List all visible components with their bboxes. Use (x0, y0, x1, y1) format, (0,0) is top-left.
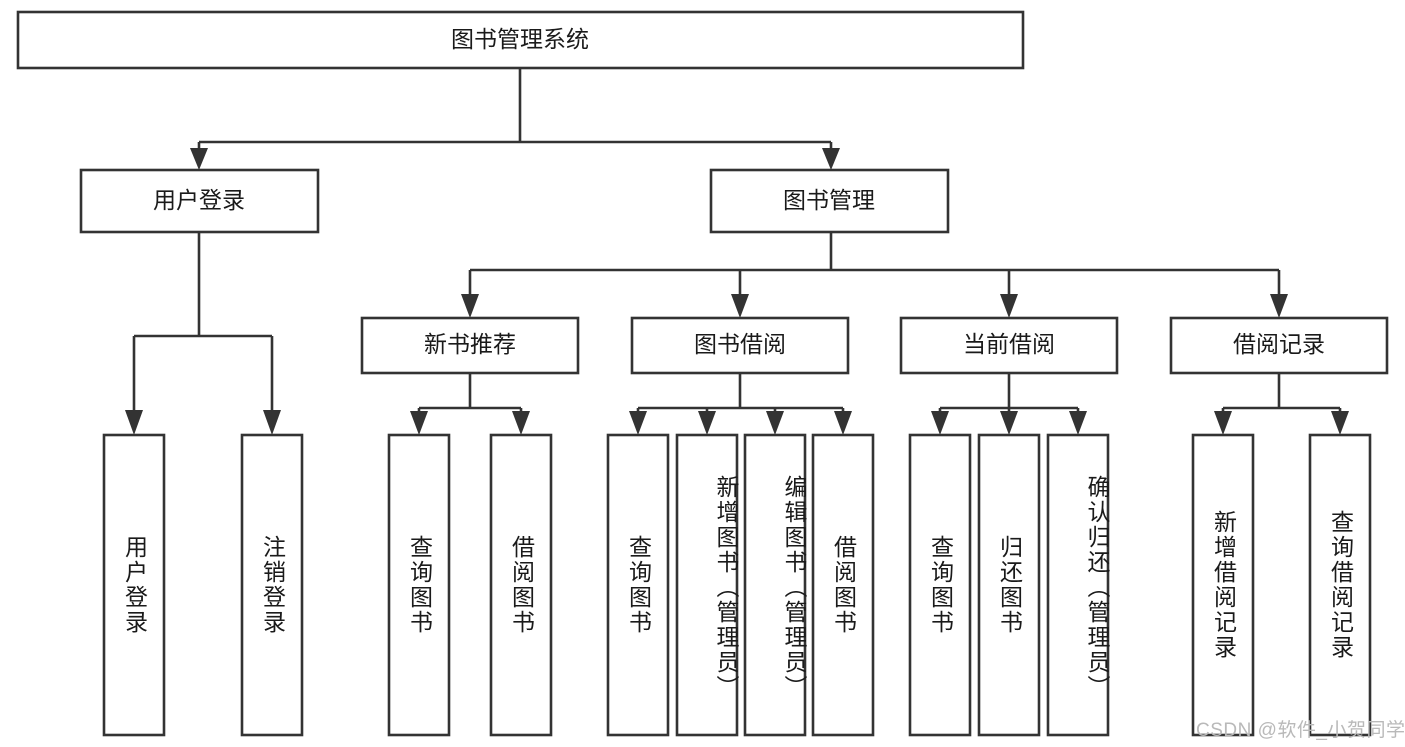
leaf-add-book-box[interactable] (675, 433, 739, 737)
arrow-head-current-borrow (1000, 294, 1018, 318)
node-borrow-record-box[interactable] (1169, 316, 1389, 375)
leaf-borrow-book-2-box[interactable] (811, 433, 875, 737)
leaf-confirm-return-box[interactable] (1046, 433, 1110, 737)
connector-current-borrow-to-leaves (931, 373, 1087, 435)
leaf-boxes-book-borrow (606, 433, 875, 737)
leaf-user-login-box[interactable] (102, 433, 166, 737)
node-borrow-record[interactable]: 借阅记录 (1169, 316, 1389, 375)
arrow-head-book-borrow (731, 294, 749, 318)
node-book-borrow-box[interactable] (630, 316, 850, 375)
node-book-borrow[interactable]: 图书借阅 (630, 316, 850, 375)
arrow-head-leaf-confirm-return (1069, 411, 1087, 435)
node-current-borrow-label: 当前借阅 (963, 331, 1055, 357)
node-root-label: 图书管理系统 (451, 26, 589, 52)
node-book-management[interactable]: 图书管理 (709, 168, 950, 234)
node-new-book-recommend[interactable]: 新书推荐 (360, 316, 580, 375)
leaf-query-record-box[interactable] (1308, 433, 1372, 737)
leaf-return-book-box[interactable] (977, 433, 1041, 737)
arrow-head-leaf-user-login (125, 410, 143, 435)
node-new-book-recommend-box[interactable] (360, 316, 580, 375)
node-current-borrow-box[interactable] (899, 316, 1119, 375)
arrow-head-leaf-query-book-3 (931, 411, 949, 435)
node-book-borrow-label: 图书借阅 (694, 331, 786, 357)
arrow-head-new-book-recommend (461, 294, 479, 318)
arrow-head-leaf-add-book (698, 411, 716, 435)
leaf-boxes-new-book-recommend (387, 433, 553, 737)
arrow-head-leaf-borrow-book-1 (512, 411, 530, 435)
connector-root-to-level2 (190, 68, 840, 170)
leaf-query-book-2-box[interactable] (606, 433, 670, 737)
watermark-text: CSDN @软件_小贺同学 (1196, 720, 1405, 741)
arrow-head-book-management (822, 148, 840, 170)
arrow-head-user-login (190, 148, 208, 170)
connector-book-management-to-level3 (461, 232, 1288, 318)
leaf-query-book-1-box[interactable] (387, 433, 451, 737)
node-root-box[interactable] (16, 10, 1025, 70)
arrow-head-leaf-query-book-1 (410, 411, 428, 435)
leaf-borrow-book-1-box[interactable] (489, 433, 553, 737)
arrow-head-leaf-edit-book (766, 411, 784, 435)
node-current-borrow[interactable]: 当前借阅 (899, 316, 1119, 375)
arrow-head-leaf-return-book (1000, 411, 1018, 435)
node-book-management-box[interactable] (709, 168, 950, 234)
node-root[interactable]: 图书管理系统 (16, 10, 1025, 70)
arrow-head-leaf-borrow-book-2 (834, 411, 852, 435)
node-book-management-label: 图书管理 (783, 187, 875, 213)
connector-borrow-record-to-leaves (1214, 373, 1349, 435)
arrow-head-leaf-user-logout (263, 410, 281, 435)
connector-user-login-to-leaves (125, 232, 281, 435)
leaf-boxes-borrow-record (1191, 433, 1372, 737)
leaf-user-logout-box[interactable] (240, 433, 304, 737)
leaf-query-book-3-box[interactable] (908, 433, 972, 737)
node-user-login[interactable]: 用户登录 (79, 168, 320, 234)
leaf-boxes-current-borrow (908, 433, 1110, 737)
leaf-edit-book-box[interactable] (743, 433, 807, 737)
arrow-head-leaf-add-record (1214, 411, 1232, 435)
node-user-login-box[interactable] (79, 168, 320, 234)
connector-book-borrow-to-leaves (629, 373, 852, 435)
node-new-book-recommend-label: 新书推荐 (424, 331, 516, 357)
arrow-head-borrow-record (1270, 294, 1288, 318)
arrow-head-leaf-query-book-2 (629, 411, 647, 435)
leaf-add-record-box[interactable] (1191, 433, 1255, 737)
leaf-boxes-user-login (102, 433, 304, 737)
arrow-head-leaf-query-record (1331, 411, 1349, 435)
node-borrow-record-label: 借阅记录 (1233, 331, 1325, 357)
node-user-login-label: 用户登录 (153, 187, 245, 213)
connector-new-book-recommend-to-leaves (410, 373, 530, 435)
